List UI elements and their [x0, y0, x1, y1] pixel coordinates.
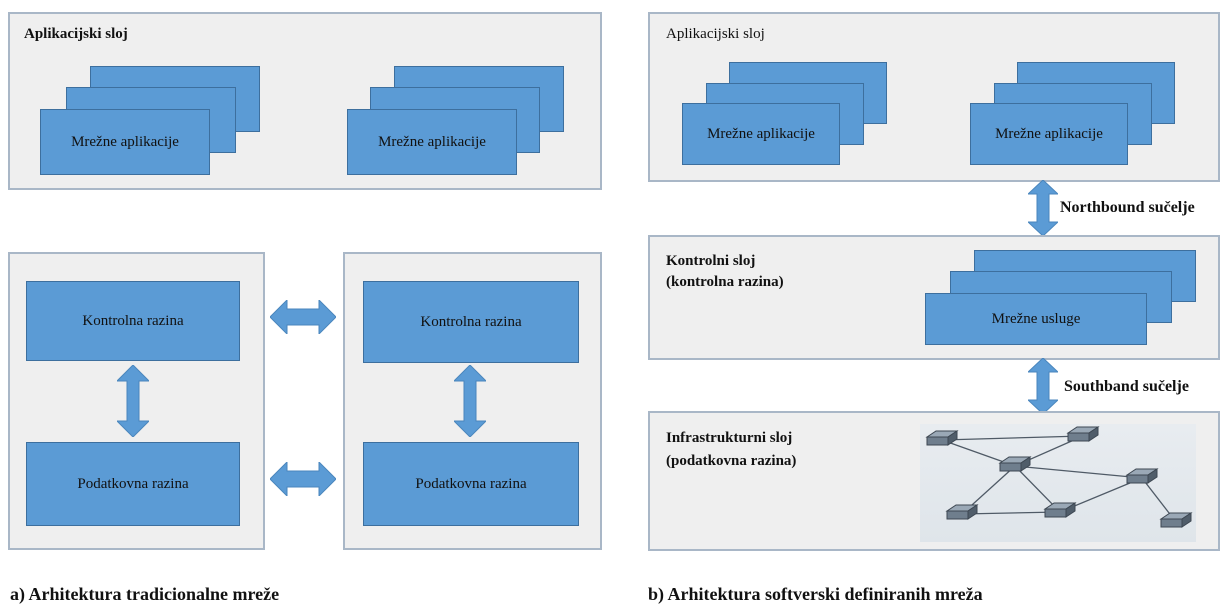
- device-1-control-plane: Kontrolna razina: [26, 281, 240, 361]
- right-app-card-2: Mrežne aplikacije: [970, 103, 1128, 165]
- device-2-data-plane: Podatkovna razina: [363, 442, 579, 526]
- network-services-label: Mrežne usluge: [991, 310, 1081, 327]
- device-2-control-plane: Kontrolna razina: [363, 281, 579, 363]
- control-layer-title-2: (kontrolna razina): [666, 274, 784, 290]
- right-app-label-2: Mrežne aplikacije: [995, 125, 1103, 142]
- network-switch-icon: [1159, 512, 1193, 528]
- left-app-card-2: Mrežne aplikacije: [347, 109, 517, 175]
- network-topology-background: [920, 424, 1196, 542]
- network-services-card: Mrežne usluge: [925, 293, 1147, 345]
- northbound-label: Northbound sučelje: [1060, 199, 1195, 216]
- infra-layer-title-1: Infrastrukturni sloj: [666, 430, 793, 446]
- southbound-arrow-icon: [1028, 358, 1058, 414]
- network-switch-icon: [998, 456, 1032, 472]
- network-switch-icon: [1043, 502, 1077, 518]
- network-switch-icon: [1125, 468, 1159, 484]
- network-switch-icon: [925, 430, 959, 446]
- horizontal-double-arrow-icon: [270, 462, 336, 496]
- left-caption: a) Arhitektura tradicionalne mreže: [10, 584, 280, 604]
- right-app-card-1: Mrežne aplikacije: [682, 103, 840, 165]
- network-switch-icon: [945, 504, 979, 520]
- vertical-double-arrow-icon: [454, 365, 486, 437]
- network-topology: [925, 426, 1193, 528]
- right-caption: b) Arhitektura softverski definiranih mr…: [648, 584, 983, 604]
- control-layer-title-1: Kontrolni sloj: [666, 253, 756, 269]
- left-app-layer-title: Aplikacijski sloj: [24, 26, 128, 42]
- right-app-label-1: Mrežne aplikacije: [707, 125, 815, 142]
- vertical-double-arrow-icon: [117, 365, 149, 437]
- right-app-layer-title: Aplikacijski sloj: [666, 26, 765, 42]
- device-1-control-label: Kontrolna razina: [82, 312, 184, 329]
- left-app-card-1: Mrežne aplikacije: [40, 109, 210, 175]
- device-2-data-label: Podatkovna razina: [415, 475, 527, 492]
- device-1-data-label: Podatkovna razina: [77, 475, 189, 492]
- device-2-control-label: Kontrolna razina: [420, 313, 522, 330]
- left-app-label-1: Mrežne aplikacije: [71, 133, 179, 150]
- network-switch-icon: [1066, 426, 1100, 442]
- device-1-data-plane: Podatkovna razina: [26, 442, 240, 526]
- horizontal-double-arrow-icon: [270, 300, 336, 334]
- southbound-label: Southband sučelje: [1064, 378, 1189, 395]
- northbound-arrow-icon: [1028, 180, 1058, 236]
- infra-layer-title-2: (podatkovna razina): [666, 453, 797, 469]
- left-app-label-2: Mrežne aplikacije: [378, 133, 486, 150]
- network-switches: [925, 426, 1193, 528]
